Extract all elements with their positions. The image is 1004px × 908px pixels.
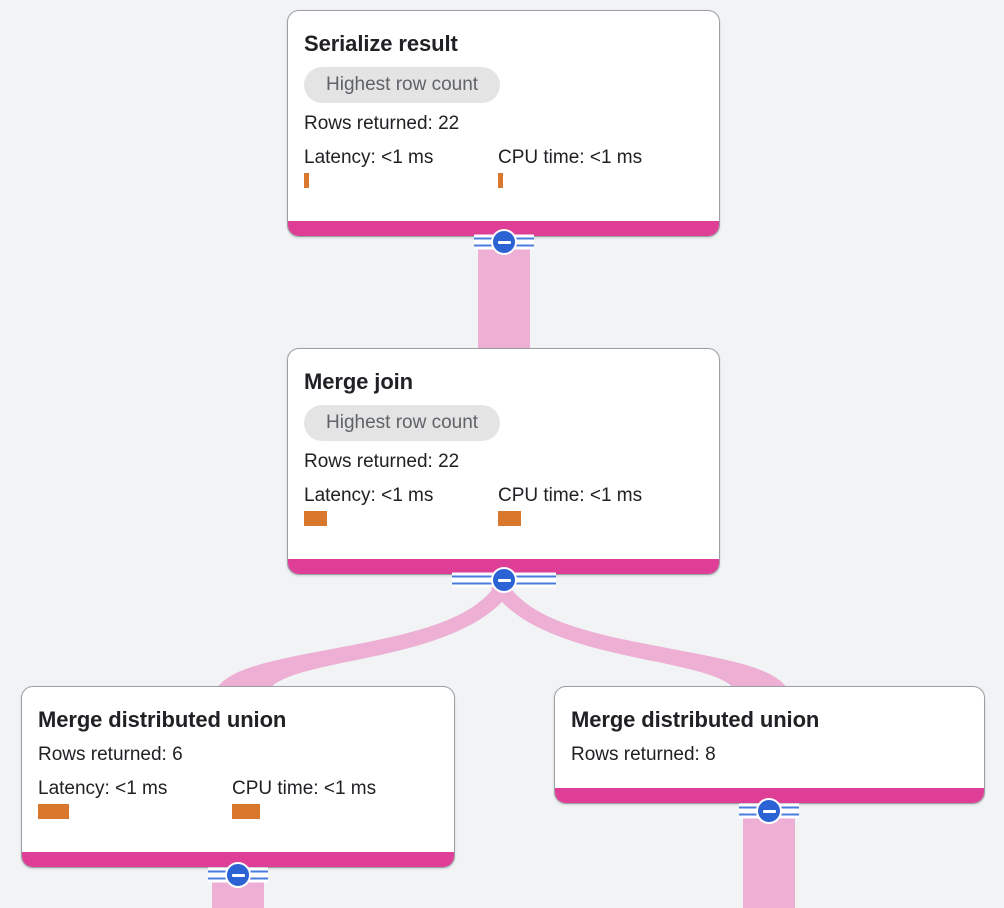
metrics-row: Latency: <1 ms CPU time: <1 ms (38, 778, 438, 819)
metric-latency-label: Latency: <1 ms (38, 778, 168, 799)
rows-returned: Rows returned: 6 (38, 744, 183, 765)
rows-returned: Rows returned: 22 (304, 451, 460, 472)
metric-latency-label: Latency: <1 ms (304, 147, 434, 168)
metric-cpu-time-label: CPU time: <1 ms (232, 778, 377, 799)
collapse-connector-merge-join[interactable] (452, 566, 556, 594)
metric-latency-bar (304, 173, 309, 188)
metric-cpu-time-bar (498, 173, 503, 188)
metric-cpu-time: CPU time: <1 ms (498, 147, 642, 188)
edge-mergejoin-to-right-union (488, 583, 790, 694)
minus-circle-icon[interactable] (491, 229, 517, 255)
node-body: Merge join Highest row count Rows return… (288, 349, 719, 534)
minus-glyph (497, 240, 511, 244)
node-body: Merge distributed union Rows returned: 6… (22, 687, 454, 827)
node-serialize-result[interactable]: Serialize result Highest row count Rows … (287, 10, 720, 237)
collapse-connector-merge-distributed-union-left[interactable] (208, 861, 268, 889)
node-accent-bar (22, 852, 454, 867)
rows-returned: Rows returned: 22 (304, 113, 460, 134)
collapse-connector-serialize-result[interactable] (474, 228, 534, 256)
metric-cpu-time-bar (232, 804, 260, 819)
node-merge-distributed-union-right[interactable]: Merge distributed union Rows returned: 8 (554, 686, 985, 804)
minus-glyph (231, 873, 245, 877)
node-merge-join[interactable]: Merge join Highest row count Rows return… (287, 348, 720, 575)
metric-latency: Latency: <1 ms (38, 778, 232, 819)
metrics-row: Latency: <1 ms CPU time: <1 ms (304, 147, 703, 188)
node-body: Serialize result Highest row count Rows … (288, 11, 719, 196)
metric-latency-bar (304, 511, 327, 526)
metric-latency: Latency: <1 ms (304, 147, 498, 188)
minus-circle-icon[interactable] (491, 567, 517, 593)
node-body: Merge distributed union Rows returned: 8 (555, 687, 984, 786)
status-badge: Highest row count (304, 405, 501, 441)
minus-circle-icon[interactable] (756, 798, 782, 824)
metric-cpu-time-label: CPU time: <1 ms (498, 485, 643, 506)
status-badge: Highest row count (304, 67, 501, 103)
collapse-connector-merge-distributed-union-right[interactable] (739, 797, 799, 825)
metric-latency-bar (38, 804, 69, 819)
minus-circle-icon[interactable] (225, 862, 251, 888)
metric-cpu-time-label: CPU time: <1 ms (498, 147, 643, 168)
node-accent-bar (288, 221, 719, 236)
node-title: Merge join (304, 369, 414, 394)
rows-returned: Rows returned: 8 (571, 744, 716, 765)
metric-cpu-time: CPU time: <1 ms (232, 778, 376, 819)
metric-cpu-time: CPU time: <1 ms (498, 485, 642, 526)
node-accent-bar (288, 559, 719, 574)
node-title: Serialize result (304, 31, 458, 56)
node-title: Merge distributed union (38, 707, 287, 732)
minus-glyph (497, 578, 511, 582)
edge-mergejoin-to-left-union (214, 583, 516, 694)
metric-latency: Latency: <1 ms (304, 485, 498, 526)
metric-latency-label: Latency: <1 ms (304, 485, 434, 506)
node-accent-bar (555, 788, 984, 803)
node-merge-distributed-union-left[interactable]: Merge distributed union Rows returned: 6… (21, 686, 455, 868)
minus-glyph (762, 809, 776, 813)
metric-cpu-time-bar (498, 511, 521, 526)
node-title: Merge distributed union (571, 707, 820, 732)
metrics-row: Latency: <1 ms CPU time: <1 ms (304, 485, 703, 526)
